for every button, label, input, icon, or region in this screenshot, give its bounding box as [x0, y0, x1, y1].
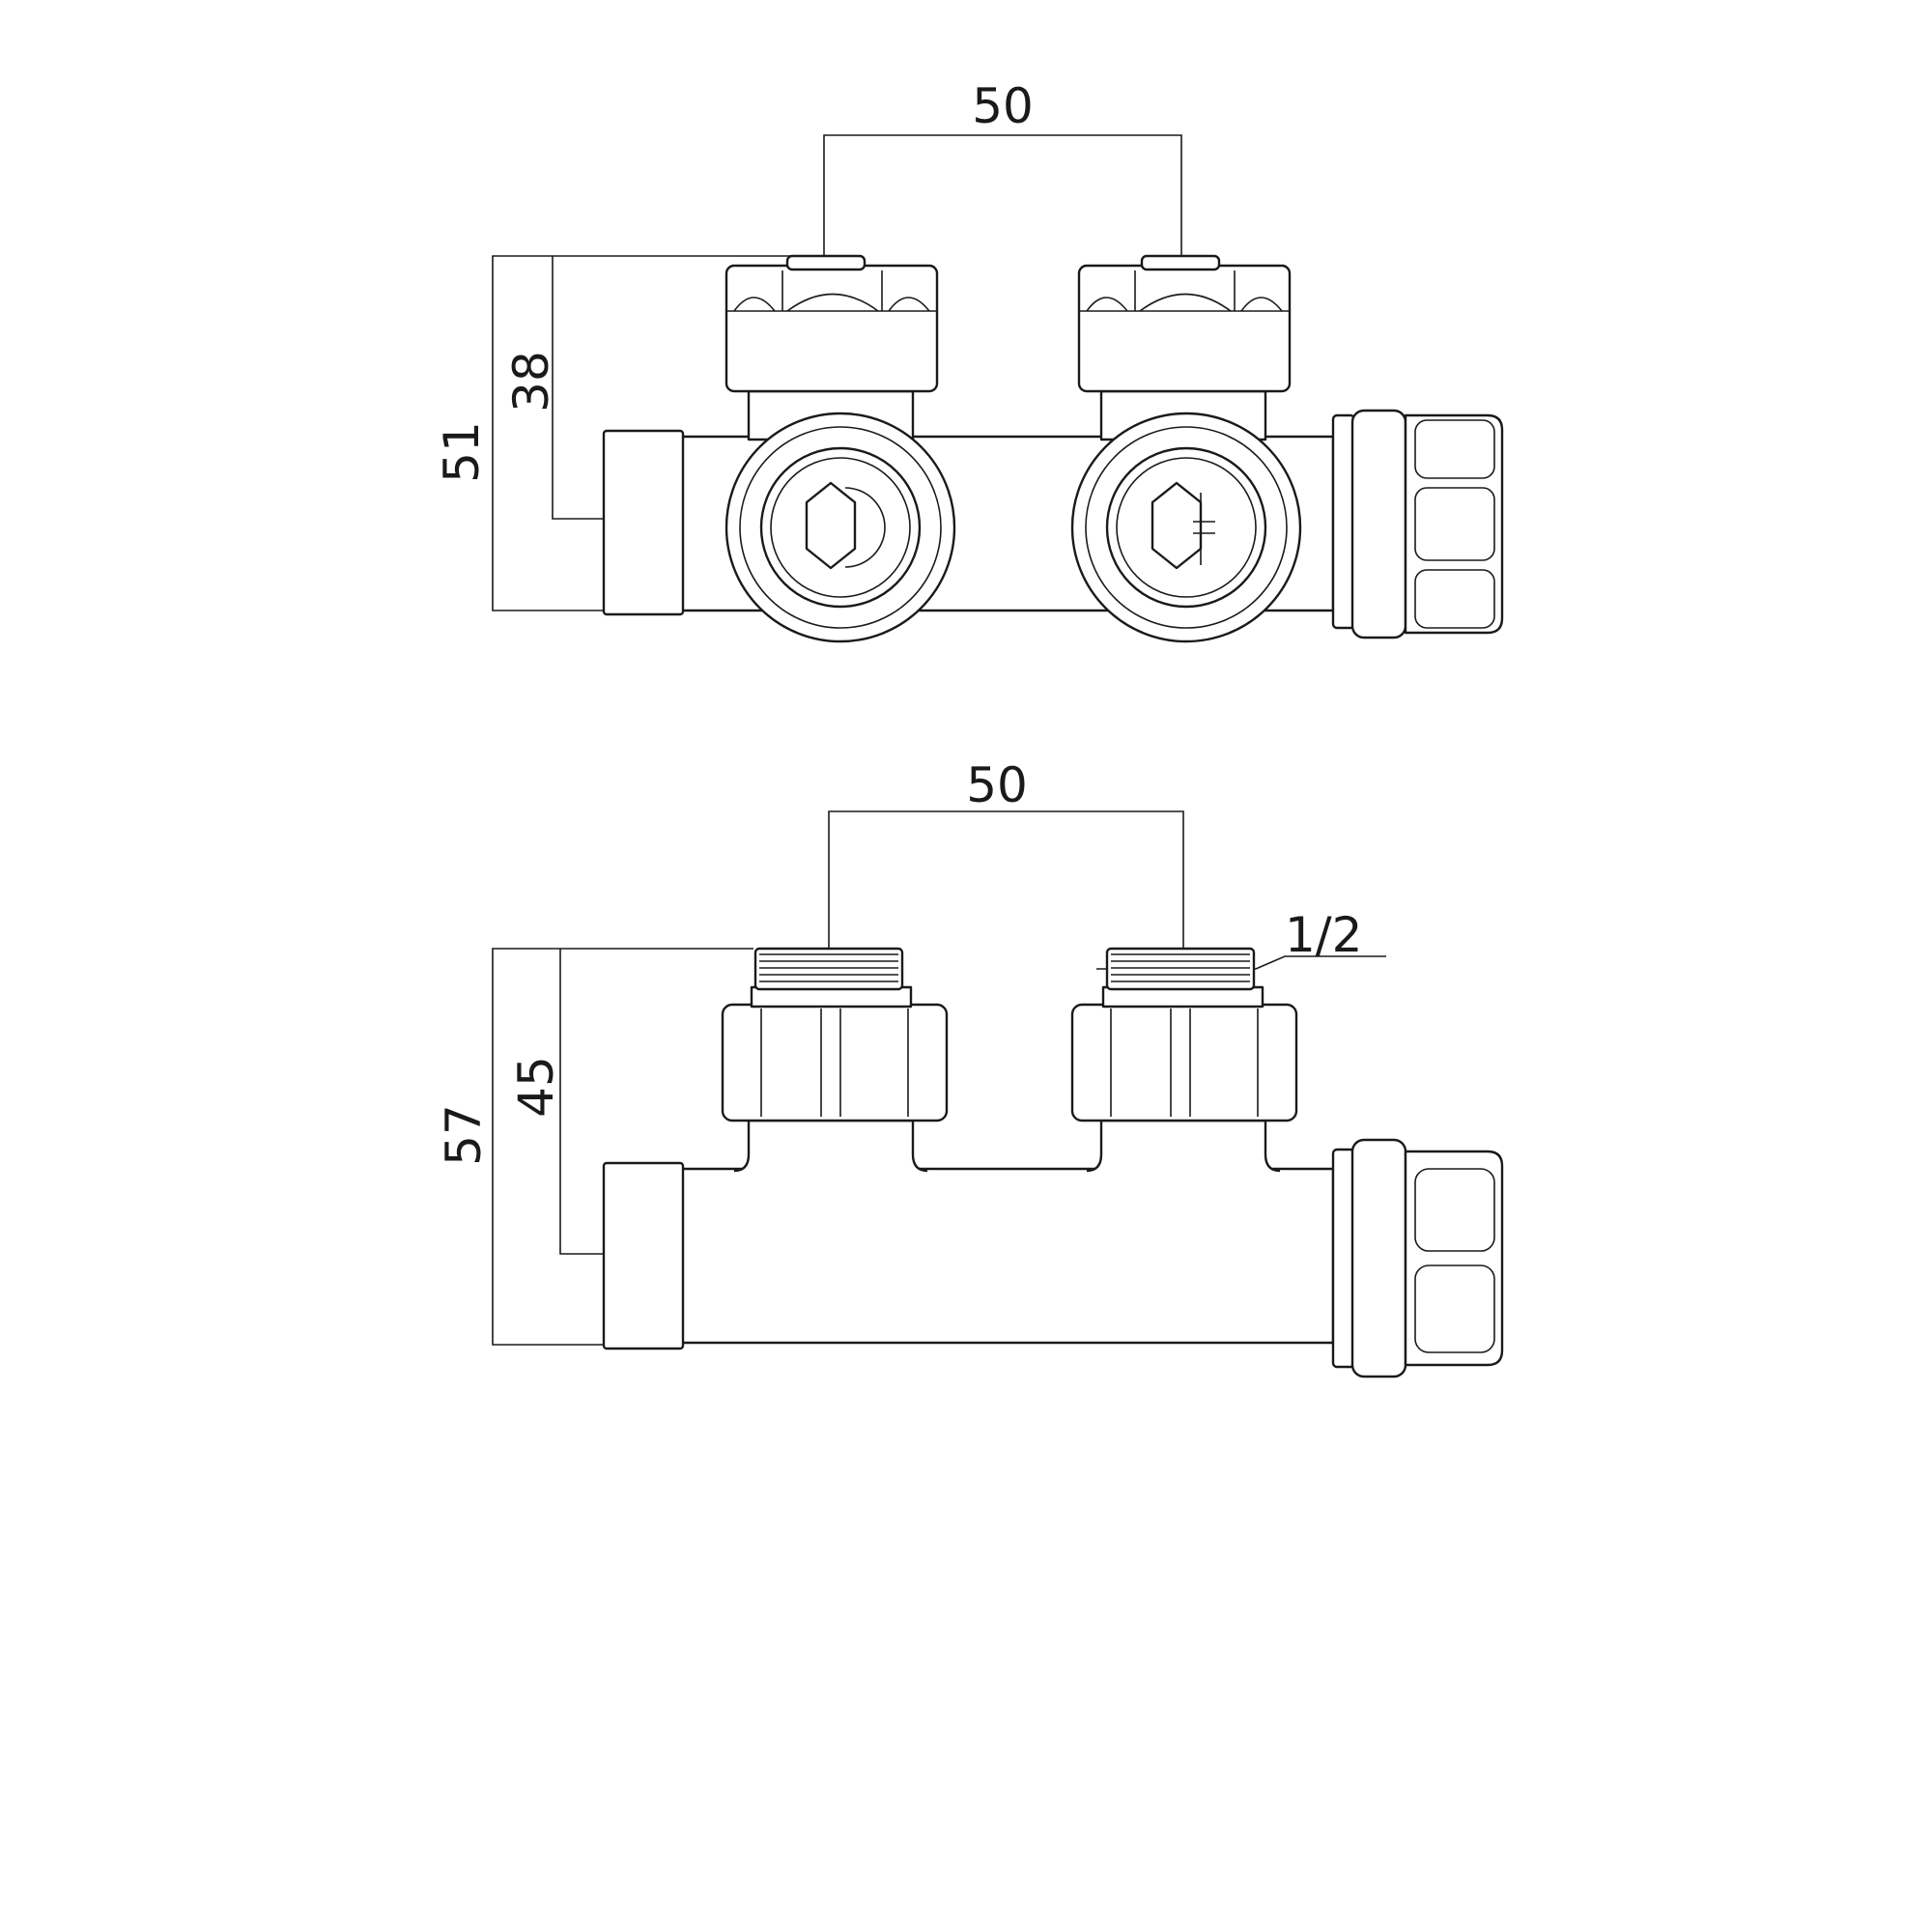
- left-end-plug-bottom: [602, 1161, 685, 1350]
- nut-right-bottom: [1070, 985, 1298, 1122]
- dim-axis-height-top: 38: [503, 256, 604, 520]
- dim-spacing-top: 50: [823, 78, 1182, 256]
- cap-right-top: [1077, 254, 1292, 393]
- dim-axis-height-bottom: 45: [508, 949, 604, 1255]
- thread-left-bottom: [753, 947, 904, 991]
- dim-axis-height-bottom-label: 45: [508, 1056, 564, 1118]
- dim-axis-height-top-label: 38: [503, 351, 559, 412]
- thread-size-label: 1/2: [1285, 907, 1362, 963]
- neck-right-bottom: [1086, 1119, 1281, 1173]
- dim-spacing-bottom-label: 50: [966, 757, 1028, 813]
- port-left-top: [724, 412, 956, 643]
- nut-left-bottom: [721, 985, 949, 1122]
- thread-right-bottom: [1105, 947, 1256, 991]
- dim-spacing-top-label: 50: [972, 78, 1034, 134]
- dim-overall-height-bottom-label: 57: [436, 1104, 492, 1166]
- dim-spacing-bottom: 50: [828, 757, 1184, 952]
- left-end-plug-top: [602, 429, 685, 616]
- union-nut-right-top: [1331, 409, 1504, 639]
- union-nut-right-bottom: [1331, 1138, 1504, 1378]
- valve-body-bottom: [674, 1167, 1335, 1345]
- neck-left-bottom: [733, 1119, 928, 1173]
- dim-overall-height-top-label: 51: [434, 421, 490, 483]
- bottom-view: 50 57 45 1/2: [436, 757, 1504, 1378]
- dim-overall-height-top: 51: [434, 255, 802, 611]
- cap-left-top: [724, 254, 939, 393]
- thread-callout: 1/2: [1096, 907, 1386, 970]
- top-view: 50 51 38: [434, 78, 1504, 643]
- port-right-top: [1070, 412, 1302, 643]
- hex-socket-left: [805, 481, 857, 570]
- dim-overall-height-bottom: 57: [436, 948, 753, 1346]
